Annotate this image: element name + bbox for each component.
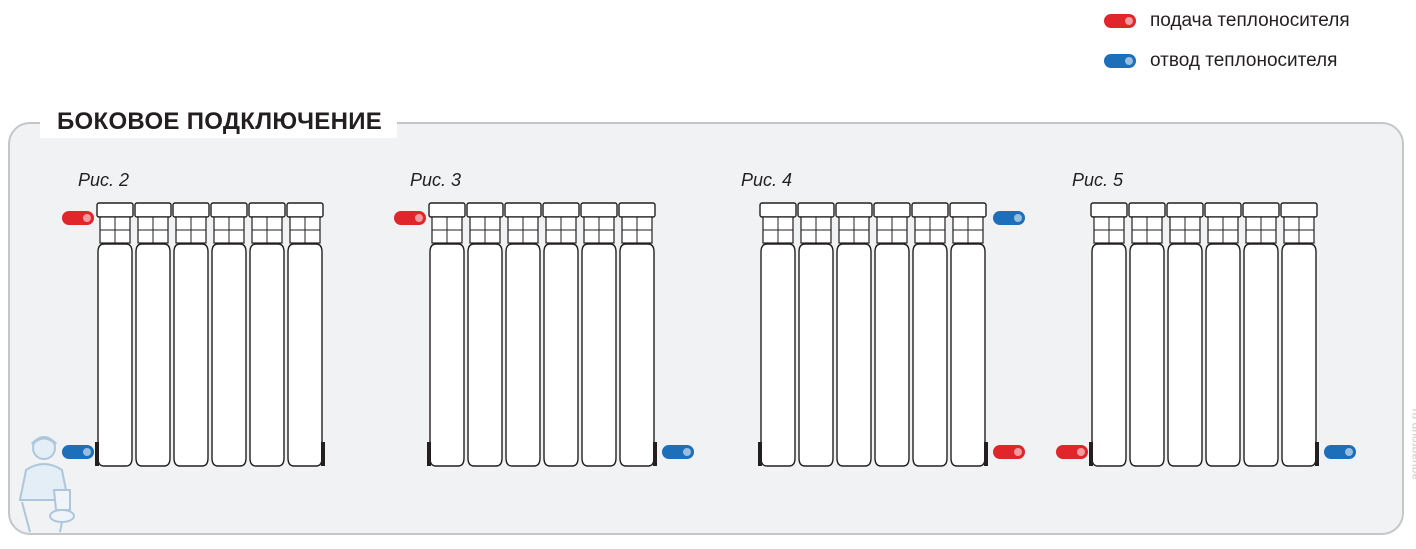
return-pipe-icon — [62, 445, 94, 459]
radiator-section — [1166, 202, 1204, 467]
return-pipe-icon — [1104, 54, 1136, 68]
supply-pipe-icon — [1056, 445, 1088, 459]
radiator-cap-right — [1315, 442, 1319, 466]
radiator-section — [1280, 202, 1318, 467]
radiator-section — [1090, 202, 1128, 467]
radiator-diagram — [758, 202, 988, 467]
radiator-section — [542, 202, 580, 467]
radiator-cap-right — [653, 442, 657, 466]
legend-label-supply: подача теплоносителя — [1150, 10, 1350, 31]
legend-label-return: отвод теплоносителя — [1150, 50, 1338, 71]
figure-label: Рис. 5 — [1072, 170, 1124, 190]
radiator-section — [835, 202, 873, 467]
radiator-section — [1242, 202, 1280, 467]
radiator-section — [797, 202, 835, 467]
figure-label: Рис. 4 — [741, 170, 793, 190]
plumber-mascot-icon — [18, 436, 75, 533]
radiator-section — [210, 202, 248, 467]
radiator-section — [911, 202, 949, 467]
return-pipe-icon — [993, 211, 1025, 225]
supply-pipe-icon — [62, 211, 94, 225]
radiator-section — [428, 202, 466, 467]
radiator-section — [504, 202, 542, 467]
radiator-cap-left — [95, 442, 99, 466]
radiator-section — [96, 202, 134, 467]
radiator-cap-left — [427, 442, 431, 466]
radiator-cap-left — [1089, 442, 1093, 466]
return-pipe-icon — [1324, 445, 1356, 459]
radiator-section — [580, 202, 618, 467]
radiator-section — [286, 202, 324, 467]
radiator-diagram — [95, 202, 325, 467]
radiator-section — [248, 202, 286, 467]
radiator-section — [1128, 202, 1166, 467]
radiator-diagram — [1089, 202, 1319, 467]
radiator-diagram — [427, 202, 657, 467]
section-title: БОКОВОЕ ПОДКЛЮЧЕНИЕ — [40, 106, 398, 138]
radiator-section — [172, 202, 210, 467]
radiator-section — [873, 202, 911, 467]
supply-pipe-icon — [1104, 14, 1136, 28]
radiator-section — [466, 202, 504, 467]
supply-pipe-icon — [993, 445, 1025, 459]
radiator-section — [134, 202, 172, 467]
return-pipe-icon — [662, 445, 694, 459]
figure-label: Рис. 2 — [78, 170, 130, 190]
supply-pipe-icon — [394, 211, 426, 225]
radiator-section — [759, 202, 797, 467]
radiator-section — [949, 202, 987, 467]
radiator-cap-right — [321, 442, 325, 466]
radiator-cap-left — [758, 442, 762, 466]
watermark: aquagroup.ru — [1408, 408, 1416, 480]
radiator-section — [1204, 202, 1242, 467]
radiator-cap-right — [984, 442, 988, 466]
radiator-section — [618, 202, 656, 467]
figure-label: Рис. 3 — [410, 170, 462, 190]
